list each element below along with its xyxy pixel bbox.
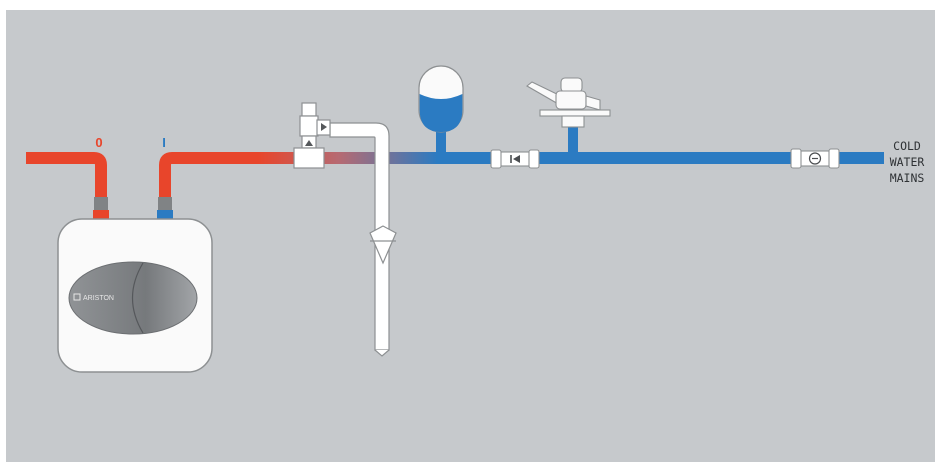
drain-tip [374, 349, 390, 357]
brand-label: ARISTON [83, 295, 114, 302]
expansion-vessel [418, 65, 464, 154]
non-return-valve [490, 149, 540, 169]
mains-label: COLD WATER MAINS [890, 139, 925, 185]
heater-panel-seam [132, 262, 144, 334]
safety-valve-group [293, 102, 397, 357]
mixed-pipe-section [258, 152, 438, 164]
valve-arrow-up-icon [305, 140, 313, 146]
mains-label-line-2: WATER [890, 155, 925, 169]
stop-valve [790, 148, 840, 169]
heater-inlet-pipe [159, 152, 260, 198]
inlet-marker: I [162, 135, 166, 150]
valve-top-cap [301, 102, 317, 117]
hot-outlet-pipe [26, 152, 107, 198]
ariston-logo: ARISTON [73, 293, 114, 302]
check-valve-arrow-icon [513, 155, 520, 163]
outlet-marker: 0 [95, 135, 102, 150]
hot-connector-nut [93, 210, 109, 219]
cold-connector [158, 197, 172, 211]
valve-arrow-right-icon [321, 123, 327, 131]
faucet [526, 77, 611, 154]
cold-main-pipe [436, 152, 884, 164]
hot-connector [94, 197, 108, 211]
faucet-spout [585, 95, 601, 111]
valve-tee-fitting [293, 147, 325, 169]
cold-pipe-end [872, 152, 884, 164]
cold-connector-nut [157, 210, 173, 219]
drain-funnel [369, 225, 397, 265]
mains-label-line-1: COLD [893, 139, 921, 153]
mains-label-line-3: MAINS [890, 171, 925, 185]
valve-body [299, 115, 319, 137]
